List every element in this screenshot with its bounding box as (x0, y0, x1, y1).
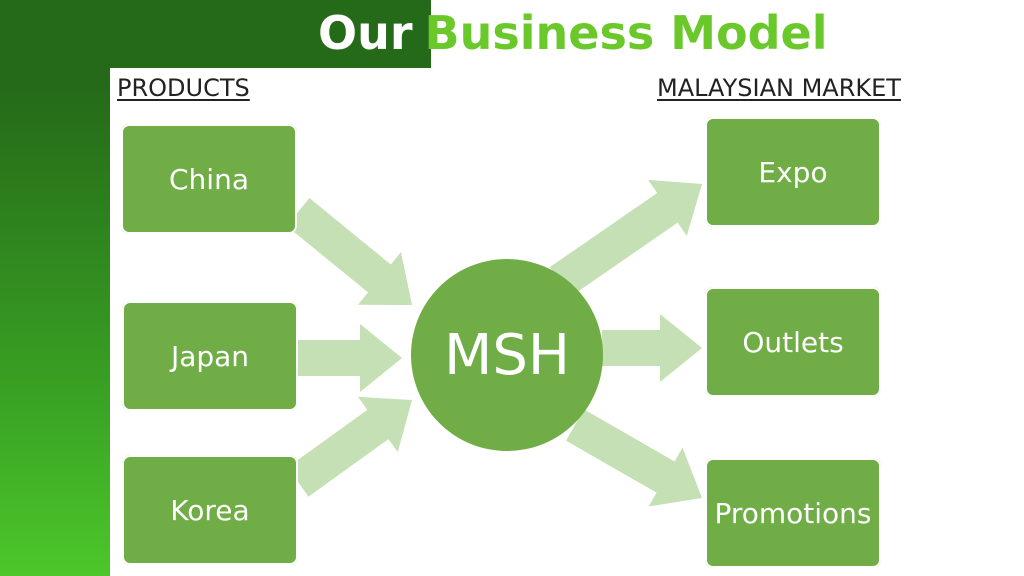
msh-circle: MSH (411, 259, 603, 451)
arrow-outlets (602, 314, 702, 382)
market-expo: Expo (705, 117, 881, 227)
title-part-1: Our (318, 6, 413, 60)
arrow-japan (298, 324, 402, 392)
market-heading: MALAYSIAN MARKET (657, 74, 901, 102)
title-part-2: Business Model (424, 6, 828, 60)
arrow-korea (287, 396, 412, 497)
sidebar-gradient (0, 0, 110, 576)
arrow-promotions (566, 409, 702, 507)
product-japan: Japan (122, 301, 298, 411)
market-outlets: Outlets (705, 287, 881, 397)
market-promotions: Promotions (705, 458, 881, 568)
products-heading: PRODUCTS (117, 74, 250, 102)
arrow-expo (549, 179, 702, 297)
product-korea: Korea (122, 455, 298, 565)
arrow-china (286, 198, 412, 305)
title-band (0, 0, 431, 68)
product-china: China (121, 124, 297, 234)
